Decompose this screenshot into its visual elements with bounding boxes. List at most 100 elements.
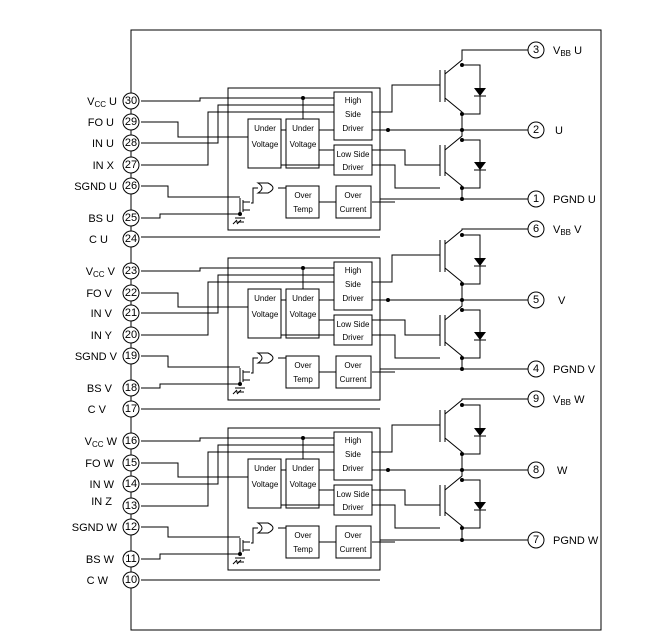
pin-10-label: C W bbox=[87, 575, 109, 587]
pin-26-label: SGND U bbox=[74, 181, 117, 193]
low-side-driver-w bbox=[333, 484, 373, 516]
svg-text:Under: Under bbox=[292, 124, 314, 133]
svg-text:17: 17 bbox=[125, 403, 137, 415]
pin-21: 21 bbox=[122, 304, 140, 322]
pin-29: 29 bbox=[122, 113, 140, 131]
pin-2-label: U bbox=[555, 125, 563, 137]
pin-20: 20 bbox=[122, 326, 140, 344]
svg-text:Low Side: Low Side bbox=[337, 150, 370, 159]
pin-23: 23 bbox=[122, 262, 140, 280]
svg-text:Over: Over bbox=[294, 361, 312, 370]
over-current-block-w bbox=[335, 525, 372, 559]
svg-text:Low Side: Low Side bbox=[337, 490, 370, 499]
svg-text:11: 11 bbox=[125, 553, 136, 565]
pin-30-label: VCC U bbox=[87, 96, 117, 109]
svg-text:13: 13 bbox=[125, 500, 137, 512]
svg-text:14: 14 bbox=[125, 478, 137, 490]
svg-text:25: 25 bbox=[125, 212, 137, 224]
svg-text:22: 22 bbox=[125, 287, 137, 299]
pin-9: 9 bbox=[527, 390, 545, 408]
svg-text:Voltage: Voltage bbox=[290, 310, 317, 319]
svg-text:Driver: Driver bbox=[342, 503, 364, 512]
svg-text:19: 19 bbox=[125, 350, 137, 362]
pin-24: 24 bbox=[122, 230, 140, 248]
driver-ic-u: High Side Driver Under Voltage Under Vol… bbox=[227, 87, 381, 231]
pin-29-label: FO U bbox=[88, 117, 114, 129]
svg-text:Driver: Driver bbox=[342, 464, 364, 473]
pin-4-label: PGND V bbox=[553, 364, 596, 376]
svg-text:27: 27 bbox=[125, 159, 137, 171]
driver-ic-v: High Side Driver Under Voltage Under Vol… bbox=[227, 257, 381, 401]
pin-25-label: BS U bbox=[88, 213, 114, 225]
pin-13: 13 bbox=[122, 497, 140, 515]
pin-14: 14 bbox=[122, 475, 140, 493]
driver-ic-w: High Side Driver Under Voltage Under Vol… bbox=[227, 427, 381, 571]
svg-text:6: 6 bbox=[533, 223, 539, 235]
pin-16: 16 bbox=[122, 432, 140, 450]
low-side-driver-u bbox=[333, 144, 373, 176]
pin-28: 28 bbox=[122, 134, 140, 152]
svg-text:Voltage: Voltage bbox=[290, 480, 317, 489]
pin-9-label: VBB W bbox=[553, 394, 585, 407]
pin-14-label: IN W bbox=[90, 479, 115, 491]
pin-25: 25 bbox=[122, 209, 140, 227]
svg-text:12: 12 bbox=[125, 521, 137, 533]
high-side-driver-w bbox=[333, 431, 373, 481]
pin-7-label: PGND W bbox=[553, 535, 599, 547]
svg-text:29: 29 bbox=[125, 116, 137, 128]
pin-19-label: SGND V bbox=[75, 351, 118, 363]
svg-text:Current: Current bbox=[340, 545, 367, 554]
svg-text:20: 20 bbox=[125, 329, 137, 341]
svg-text:Side: Side bbox=[345, 280, 362, 289]
pin-15: 15 bbox=[122, 454, 140, 472]
under-voltage-block-u-1 bbox=[247, 118, 282, 169]
pin-27-label: IN X bbox=[93, 160, 115, 172]
pin-18-label: BS V bbox=[87, 383, 113, 395]
svg-text:10: 10 bbox=[125, 574, 137, 586]
pin-11: 11 bbox=[122, 550, 140, 568]
svg-text:Under: Under bbox=[254, 294, 276, 303]
pin-1: 1 bbox=[527, 190, 545, 208]
svg-text:High: High bbox=[345, 436, 361, 445]
svg-text:7: 7 bbox=[533, 534, 539, 546]
package-outline bbox=[130, 29, 602, 631]
pin-1-label: PGND U bbox=[553, 194, 596, 206]
svg-text:24: 24 bbox=[125, 233, 137, 245]
svg-text:Current: Current bbox=[340, 205, 367, 214]
pin-3: 3 bbox=[527, 41, 545, 59]
svg-text:Under: Under bbox=[292, 294, 314, 303]
pin-16-label: VCC W bbox=[85, 436, 118, 449]
pin-17: 17 bbox=[122, 400, 140, 418]
high-side-driver-u bbox=[333, 91, 373, 141]
svg-text:Temp: Temp bbox=[293, 545, 313, 554]
pin-5: 5 bbox=[527, 291, 545, 309]
svg-text:Driver: Driver bbox=[342, 294, 364, 303]
high-side-driver-v bbox=[333, 261, 373, 311]
pin-13-label: IN Z bbox=[91, 496, 112, 508]
pin-7: 7 bbox=[527, 531, 545, 549]
svg-text:28: 28 bbox=[125, 137, 137, 149]
svg-text:2: 2 bbox=[533, 124, 539, 136]
under-voltage-block-v-1 bbox=[247, 288, 282, 339]
pin-15-label: FO W bbox=[85, 458, 114, 470]
svg-text:Voltage: Voltage bbox=[252, 480, 279, 489]
svg-text:21: 21 bbox=[125, 307, 137, 319]
pin-20-label: IN Y bbox=[91, 330, 113, 342]
pin-5-label: V bbox=[558, 295, 566, 307]
pin-12: 12 bbox=[122, 518, 140, 536]
pin-8-label: W bbox=[557, 465, 568, 477]
pin-22-label: FO V bbox=[86, 288, 112, 300]
pin-3-label: VBB U bbox=[553, 45, 582, 58]
svg-text:High: High bbox=[345, 96, 361, 105]
svg-text:Temp: Temp bbox=[293, 375, 313, 384]
phase-u-driver: High Side Driver Under Voltage Under Vol… bbox=[141, 49, 530, 238]
svg-text:15: 15 bbox=[125, 457, 137, 469]
svg-text:Temp: Temp bbox=[293, 205, 313, 214]
svg-text:High: High bbox=[345, 266, 361, 275]
svg-text:Voltage: Voltage bbox=[290, 140, 317, 149]
under-voltage-block-v-2 bbox=[285, 288, 320, 339]
svg-text:1: 1 bbox=[533, 193, 539, 205]
pin-6-label: VBB V bbox=[553, 224, 582, 237]
phase-v-driver: High Side Driver Under Voltage Under Vol… bbox=[141, 228, 530, 410]
